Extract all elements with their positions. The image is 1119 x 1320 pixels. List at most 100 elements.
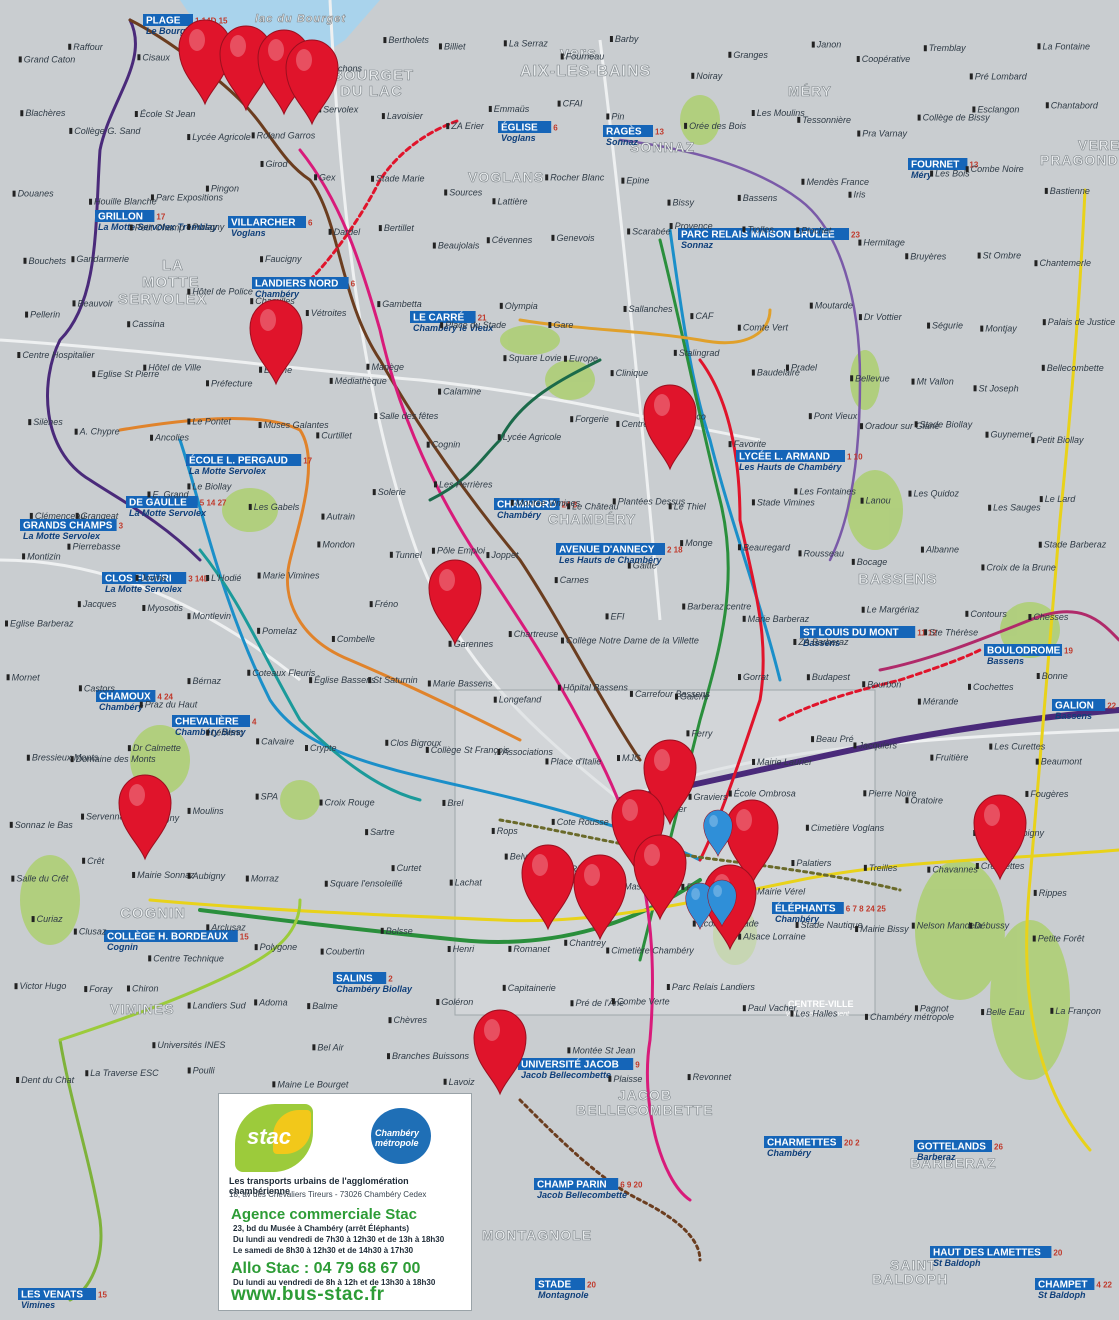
- stop-label: Henri: [453, 944, 476, 954]
- pin-highlight: [713, 884, 722, 898]
- stop-marker: [503, 40, 507, 47]
- stop-label: Cognin: [432, 440, 461, 450]
- stop-marker: [17, 352, 21, 359]
- stop-label: Palais de Justice: [1048, 317, 1116, 327]
- stop-label: Eglise Barberaz: [10, 618, 74, 628]
- route-yellow-2: [148, 848, 1119, 923]
- map-pin-icon[interactable]: [633, 834, 687, 921]
- stop-marker: [545, 758, 549, 765]
- terminal-lines: 2: [388, 975, 393, 984]
- stop-marker: [1032, 935, 1036, 942]
- terminal-sub: Sonnaz: [606, 137, 639, 147]
- stop-marker: [320, 948, 324, 955]
- map-pin-icon[interactable]: [473, 1009, 527, 1096]
- stop-marker: [548, 321, 552, 328]
- stop-label: Bellecombette: [1047, 363, 1104, 373]
- stop-marker: [309, 677, 313, 684]
- stop-label: Collège Notre Dame de la Villette: [566, 636, 699, 646]
- map-pin-icon[interactable]: [249, 299, 303, 386]
- stop-label: Le Pontet: [192, 417, 231, 427]
- stop-label: Sonnaz le Bas: [15, 820, 74, 830]
- terminal-box: [603, 125, 653, 137]
- pin-body: [573, 854, 627, 941]
- stop-label: Ancolies: [154, 433, 190, 443]
- stop-marker: [85, 1070, 89, 1077]
- stop-label: Baudelaire: [757, 368, 800, 378]
- phone-number[interactable]: Allo Stac : 04 79 68 67 00: [231, 1260, 421, 1277]
- map-pins[interactable]: [118, 19, 1027, 1096]
- map-pin-icon[interactable]: [428, 559, 482, 646]
- stop-marker: [18, 56, 22, 63]
- stop-marker: [365, 829, 369, 836]
- terminal-sub: Barberaz: [917, 1152, 956, 1162]
- stop-label: Marie Bassens: [433, 679, 493, 689]
- blue-map-pin-icon[interactable]: [703, 809, 733, 857]
- map-pin-icon[interactable]: [643, 384, 697, 471]
- chambery-metropole-logo[interactable]: Chambéry métropole: [371, 1108, 441, 1168]
- stop-marker: [688, 793, 692, 800]
- pin-highlight: [984, 804, 1000, 826]
- stac-logo[interactable]: stac: [235, 1104, 313, 1172]
- map-pin-icon[interactable]: [521, 844, 575, 931]
- stop-marker: [126, 985, 130, 992]
- stop-label: Bissy: [673, 198, 695, 208]
- stop-label: Silènes: [33, 417, 63, 427]
- blue-map-pin-icon[interactable]: [707, 879, 737, 927]
- stop-marker: [606, 947, 610, 954]
- stop-label: Fréno: [375, 599, 399, 609]
- stop-marker: [316, 432, 320, 439]
- terminal-sub: La Motte Servolex: [129, 508, 207, 518]
- website-link[interactable]: www.bus-stac.fr: [231, 1284, 385, 1305]
- route-dotted: [498, 818, 902, 892]
- map-pin-icon[interactable]: [973, 794, 1027, 881]
- route-orange-2: [518, 308, 772, 345]
- map-pin-icon[interactable]: [219, 25, 273, 112]
- pin-highlight: [129, 784, 145, 806]
- stop-label: Bérnaz: [193, 676, 222, 686]
- map-pin-icon[interactable]: [573, 854, 627, 941]
- pin-body: [285, 39, 339, 126]
- map-pin-icon[interactable]: [118, 774, 172, 861]
- stop-marker: [1042, 319, 1046, 326]
- route-purple-south: [617, 707, 1119, 803]
- map-pin-icon[interactable]: [285, 39, 339, 126]
- map-pin-icon[interactable]: [725, 799, 779, 886]
- stop-marker: [257, 627, 261, 634]
- terminal-box: [800, 626, 916, 638]
- stop-label: Beaumont: [1041, 757, 1083, 767]
- terminal-box: [914, 1140, 992, 1152]
- area-verel: VERELPRAGONDRAN: [1040, 137, 1119, 168]
- stop-marker: [187, 134, 191, 141]
- stop-label: Place du Stade: [445, 320, 506, 330]
